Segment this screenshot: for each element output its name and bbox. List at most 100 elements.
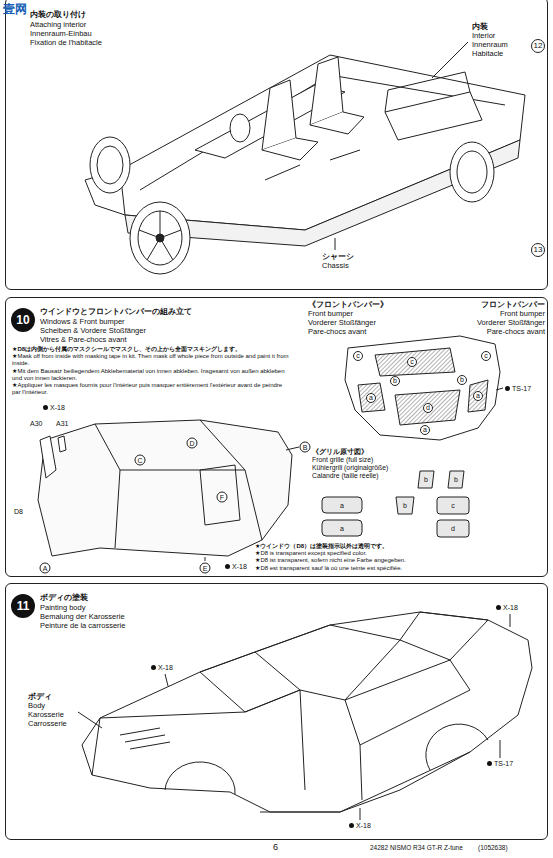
- callout-letter: c: [407, 357, 417, 367]
- paint-dot: [225, 564, 230, 569]
- part-label: Interior: [472, 31, 528, 40]
- text-group: 《グリル原寸図》Front grille (full size)Kühlergr…: [312, 448, 416, 481]
- section-heading: Vorderer Stoßfänger: [308, 318, 433, 327]
- part-number: A31: [56, 420, 68, 427]
- model-name: 24282 NISMO R34 GT-R Z-tune: [370, 845, 463, 852]
- callout-letter: b: [457, 375, 467, 385]
- paint-dot: [349, 823, 354, 828]
- text-group: フロントバンパーFront bumperVorderer StoßfängerP…: [440, 300, 545, 336]
- note-text: ★D8 is transparent except specified colo…: [255, 550, 465, 557]
- note-text: ★Mask off from inside with masking tape …: [12, 353, 292, 367]
- interior-drawing: [195, 42, 482, 250]
- note-text: ★D8は内側から付属のマスクシールでマスクし、その上から全面マスキングします。: [12, 346, 292, 353]
- callout-letter: d: [451, 525, 455, 532]
- step-number: 13: [531, 243, 545, 257]
- heading-block: ボディの塗装Painting bodyBemalung der Karosser…: [40, 593, 125, 630]
- part-number: A30: [30, 420, 42, 427]
- callout-letter: b: [454, 476, 458, 483]
- heading-block: 内装の取り付けAttaching interiorInnenraum-Einba…: [30, 10, 102, 47]
- paint-dot: [43, 405, 48, 410]
- callout-letter: a: [340, 525, 344, 532]
- text-group: 内装InteriorInnenraumHabitacle: [472, 22, 528, 58]
- callout-letter: A: [40, 563, 51, 574]
- step-panel: 内装の取り付けAttaching interiorInnenraum-Einba…: [5, 0, 548, 290]
- callout-letter: c: [353, 351, 363, 361]
- callout-letter: D: [187, 438, 198, 449]
- chassis-drawing: [85, 55, 525, 274]
- step-number: 12: [531, 39, 545, 53]
- part-label: Vorderer Stoßfänger: [440, 318, 545, 327]
- text-group: ボディBodyKarosserieCarrosserie: [28, 692, 88, 728]
- part-label: フロントバンパー: [440, 300, 545, 309]
- callout-letter: c: [481, 351, 491, 361]
- callout-letter: F: [217, 492, 228, 503]
- panel-heading: Innenraum-Einbau: [30, 29, 102, 38]
- callout-letter: b: [403, 502, 407, 509]
- panel-heading: Painting body: [40, 603, 125, 612]
- callout-letter: d: [423, 403, 433, 413]
- step-number-text: 10: [16, 313, 29, 327]
- section-heading: Calandre (taille réelle): [312, 472, 416, 480]
- section-heading: Front grille (full size): [312, 456, 416, 464]
- section-heading: Kühlergrill (originalgröße): [312, 464, 416, 472]
- part-number: D8: [14, 508, 23, 515]
- watermark: 壹网: [3, 3, 27, 15]
- paint-code: TS-17: [512, 385, 531, 392]
- model-name: (1052638): [478, 845, 508, 852]
- text-group: シャーシChassis: [322, 252, 382, 270]
- callout-letter: a: [340, 502, 344, 509]
- note-text: ★ウインドウ（D8）は塗装指示以外は透明です。: [255, 543, 465, 550]
- grille-pieces: [322, 471, 469, 537]
- panel-heading: 内装の取り付け: [30, 10, 102, 20]
- step-number: 10: [11, 308, 35, 332]
- part-label: Chassis: [322, 261, 382, 270]
- section-heading: Pare-chocs avant: [308, 327, 433, 336]
- part-label: Habitacle: [472, 49, 528, 58]
- paint-code: X-18: [356, 822, 371, 829]
- step-number: 11: [11, 594, 35, 618]
- panel-heading: Windows & Front bumper: [40, 317, 192, 326]
- step-number-text: 11: [17, 599, 30, 613]
- callout-letter: b: [390, 376, 400, 386]
- front-bumper-drawing: [345, 336, 503, 440]
- panel-heading: Attaching interior: [30, 20, 102, 29]
- section-heading: 《フロントバンパー》: [308, 300, 433, 309]
- part-label: シャーシ: [322, 252, 382, 261]
- paint-dot: [151, 665, 156, 670]
- part-label: Front bumper: [440, 309, 545, 318]
- panel-heading: Scheiben & Vordere Stoßfänger: [40, 326, 192, 335]
- callout-letter: a: [473, 391, 483, 401]
- part-label: Carrosserie: [28, 719, 88, 728]
- panel-heading: Peinture de la carrosserie: [40, 621, 125, 630]
- panel-heading: Vitres & Pare-chocs avant: [40, 335, 192, 344]
- callout-letter: B: [300, 442, 311, 453]
- part-label: ボディ: [28, 692, 88, 701]
- callout-letter: C: [135, 455, 146, 466]
- step-panel: ボディの塗装Painting bodyBemalung der Karosser…: [5, 583, 548, 840]
- panel-heading: ボディの塗装: [40, 593, 125, 603]
- callout-letter: a: [366, 393, 376, 403]
- paint-code: X-18: [232, 563, 247, 570]
- note-text: ★D8 est transparent sauf là où une teint…: [255, 565, 465, 572]
- callout-letter: a: [420, 425, 430, 435]
- paint-dot: [505, 386, 510, 391]
- callout-letter: E: [200, 563, 211, 574]
- paint-dot: [487, 761, 492, 766]
- note-text: ★Mit dem Bausatz beiliegendem Abklebemat…: [12, 368, 292, 382]
- panel-heading: Bemalung der Karosserie: [40, 612, 125, 621]
- paint-code: X-18: [50, 404, 65, 411]
- page-number: 6: [273, 843, 278, 852]
- paint-code: X-18: [503, 604, 518, 611]
- note-text: ★D8 ist transparent, sofern nicht eine F…: [255, 557, 465, 564]
- text-group: ★D8は内側から付属のマスクシールでマスクし、その上から全面マスキングします。★…: [12, 346, 292, 396]
- body-drawing: [78, 612, 532, 820]
- part-label: Body: [28, 701, 88, 710]
- section-heading: Front bumper: [308, 309, 433, 318]
- text-group: 《フロントバンパー》Front bumperVorderer Stoßfänge…: [308, 300, 433, 336]
- window-part: [38, 420, 299, 561]
- callout-letter: b: [424, 476, 428, 483]
- callout-letter: c: [451, 502, 455, 509]
- heading-block: ウインドウとフロントバンパーの組み立てWindows & Front bumpe…: [40, 307, 192, 344]
- part-label: Innenraum: [472, 40, 528, 49]
